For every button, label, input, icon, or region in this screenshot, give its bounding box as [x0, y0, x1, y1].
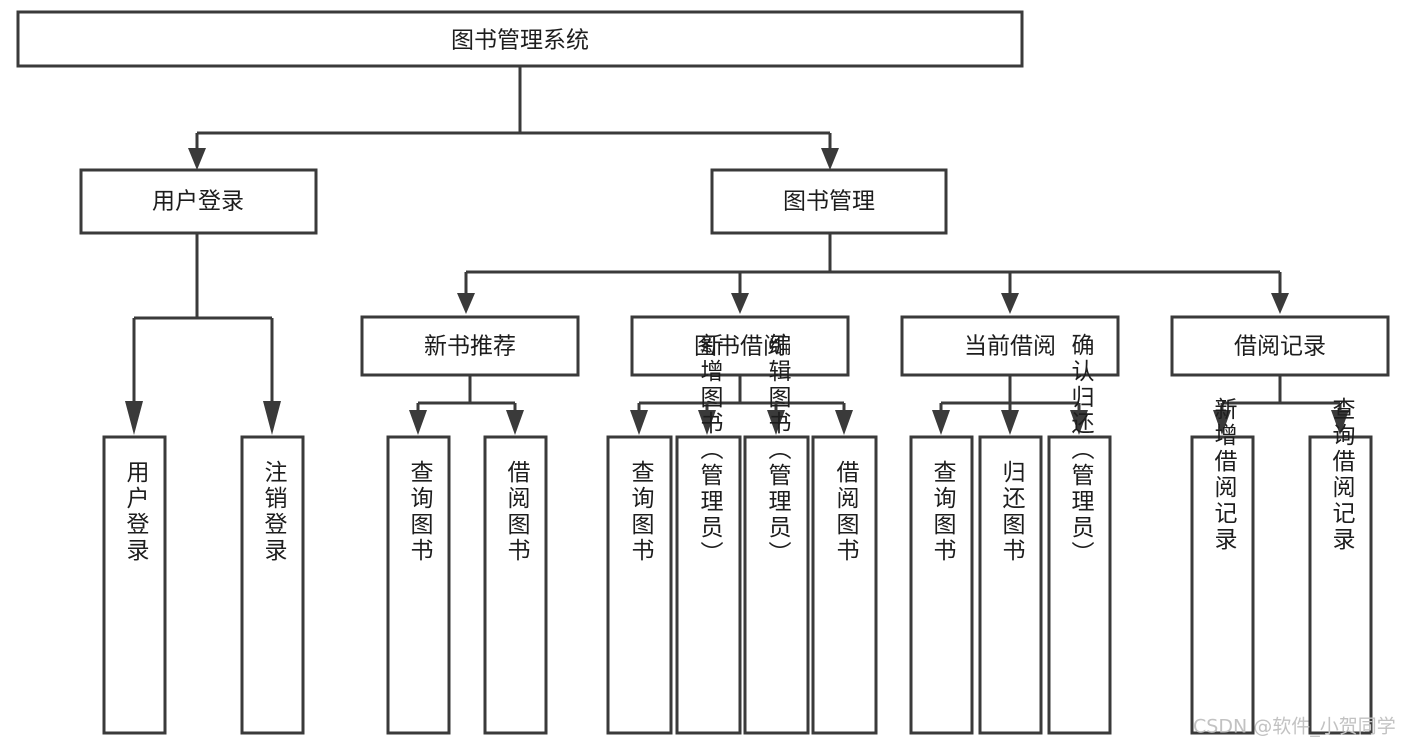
node-box-leaf-book-borrow-4	[811, 435, 878, 735]
node-box-leaf-borrow-record-2	[1308, 435, 1373, 735]
arrow-icon-borrow-record-leaf-1	[1213, 410, 1231, 435]
node-box-leaf-current-borrow-2	[978, 435, 1043, 735]
node-box-leaf-book-borrow-2	[675, 435, 742, 735]
leaf-node-current-borrow-2[interactable]: 归还图书	[978, 435, 1043, 735]
node-box-borrow-record	[1170, 315, 1390, 377]
node-label-leaf-book-borrow-3: 编辑图书（管理员）	[764, 333, 792, 567]
watermark-label: CSDN @软件_小贺同学	[1193, 716, 1396, 738]
arrow-icon-to-new-book	[457, 293, 475, 314]
node-root-book-management-system[interactable]: 图书管理系统	[16, 10, 1024, 68]
connector-group-root	[188, 66, 839, 170]
node-new-book-recommend[interactable]: 新书推荐	[360, 315, 580, 377]
leaf-node-user-login-1[interactable]: 用户登录	[102, 435, 167, 735]
node-label-leaf-book-borrow-2: 新增图书（管理员）	[696, 333, 724, 567]
leaf-node-borrow-record-2[interactable]: 查询借阅记录	[1308, 397, 1373, 735]
arrow-icon-current-borrow-leaf-2	[1001, 410, 1019, 435]
leaf-node-book-borrow-2[interactable]: 新增图书（管理员）	[675, 333, 742, 735]
leaf-node-book-borrow-1[interactable]: 查询图书	[606, 435, 673, 735]
node-label-leaf-book-borrow-4: 借阅图书	[832, 460, 860, 564]
node-label-root: 图书管理系统	[451, 28, 589, 54]
node-label-leaf-new-book-1: 查询图书	[406, 460, 434, 564]
leaf-node-current-borrow-1[interactable]: 查询图书	[909, 435, 974, 735]
connector-group-borrow-record	[1213, 375, 1349, 435]
arrow-icon-to-borrow-record	[1271, 293, 1289, 314]
node-borrow-record[interactable]: 借阅记录	[1170, 315, 1390, 377]
arrow-icon-book-borrow-leaf-4	[835, 410, 853, 435]
leaf-node-current-borrow-3[interactable]: 确认归还（管理员）	[1047, 333, 1112, 735]
node-box-leaf-user-login-1	[102, 435, 167, 735]
arrow-icon-book-borrow-leaf-1	[630, 410, 648, 435]
node-box-leaf-new-book-2	[483, 435, 548, 735]
node-box-leaf-new-book-1	[386, 435, 451, 735]
node-box-new-book-recommend	[360, 315, 580, 377]
node-box-current-borrow	[900, 315, 1120, 377]
node-box-leaf-user-login-2	[240, 435, 305, 735]
node-box-book-borrow	[630, 315, 850, 377]
leaf-node-borrow-record-1[interactable]: 新增借阅记录	[1190, 397, 1255, 735]
connector-group-book-borrow	[630, 375, 853, 435]
node-label-book-borrow: 图书借阅	[694, 334, 786, 360]
node-box-leaf-borrow-record-1	[1190, 435, 1255, 735]
node-label-book-management: 图书管理	[783, 189, 875, 215]
connector-group-book-mgmt	[457, 233, 1289, 314]
leaf-node-new-book-2[interactable]: 借阅图书	[483, 435, 548, 735]
node-box-leaf-book-borrow-3	[743, 435, 810, 735]
arrow-icon-to-book-borrow	[731, 293, 749, 314]
node-book-borrow[interactable]: 图书借阅	[630, 315, 850, 377]
node-label-leaf-current-borrow-1: 查询图书	[929, 460, 957, 564]
arrow-icon-user-login-leaf-2	[263, 401, 281, 435]
arrow-icon-current-borrow-leaf-1	[932, 410, 950, 435]
leaf-node-new-book-1[interactable]: 查询图书	[386, 435, 451, 735]
node-label-current-borrow: 当前借阅	[964, 334, 1056, 360]
node-label-leaf-new-book-2: 借阅图书	[503, 460, 531, 564]
node-box-book-management	[710, 168, 948, 235]
connector-group-current-borrow	[932, 375, 1088, 435]
node-label-leaf-book-borrow-1: 查询图书	[627, 460, 655, 564]
node-user-login[interactable]: 用户登录	[79, 168, 318, 235]
arrow-icon-book-borrow-leaf-2	[698, 410, 716, 435]
node-label-leaf-user-login-1: 用户登录	[122, 460, 150, 564]
leaf-node-book-borrow-3[interactable]: 编辑图书（管理员）	[743, 333, 810, 735]
leaf-node-user-login-2[interactable]: 注销登录	[240, 435, 305, 735]
node-label-leaf-current-borrow-3: 确认归还（管理员）	[1067, 333, 1095, 567]
arrow-icon-borrow-record-leaf-2	[1331, 410, 1349, 435]
node-label-leaf-borrow-record-2: 查询借阅记录	[1328, 397, 1356, 553]
node-book-management[interactable]: 图书管理	[710, 168, 948, 235]
node-box-leaf-current-borrow-3	[1047, 435, 1112, 735]
node-label-leaf-current-borrow-2: 归还图书	[998, 460, 1026, 564]
arrow-icon-root-to-user-login	[188, 148, 206, 170]
node-label-new-book-recommend: 新书推荐	[424, 334, 516, 360]
connector-group-user-login	[125, 233, 281, 435]
arrow-icon-book-borrow-leaf-3	[767, 410, 785, 435]
arrow-icon-new-book-leaf-2	[506, 410, 524, 435]
node-current-borrow[interactable]: 当前借阅	[900, 315, 1120, 377]
node-label-borrow-record: 借阅记录	[1234, 334, 1326, 360]
node-label-user-login: 用户登录	[152, 189, 244, 215]
arrow-icon-root-to-book-mgmt	[821, 148, 839, 170]
connector-group-new-book	[409, 375, 524, 435]
node-label-leaf-borrow-record-1: 新增借阅记录	[1210, 397, 1238, 553]
arrow-icon-current-borrow-leaf-3	[1070, 410, 1088, 435]
leaf-node-book-borrow-4[interactable]: 借阅图书	[811, 435, 878, 735]
node-box-user-login	[79, 168, 318, 235]
node-label-leaf-user-login-2: 注销登录	[260, 460, 288, 564]
node-box-root	[16, 10, 1024, 68]
node-box-leaf-book-borrow-1	[606, 435, 673, 735]
node-box-leaf-current-borrow-1	[909, 435, 974, 735]
arrow-icon-user-login-leaf-1	[125, 401, 143, 435]
arrow-icon-new-book-leaf-1	[409, 410, 427, 435]
arrow-icon-to-current-borrow	[1001, 293, 1019, 314]
